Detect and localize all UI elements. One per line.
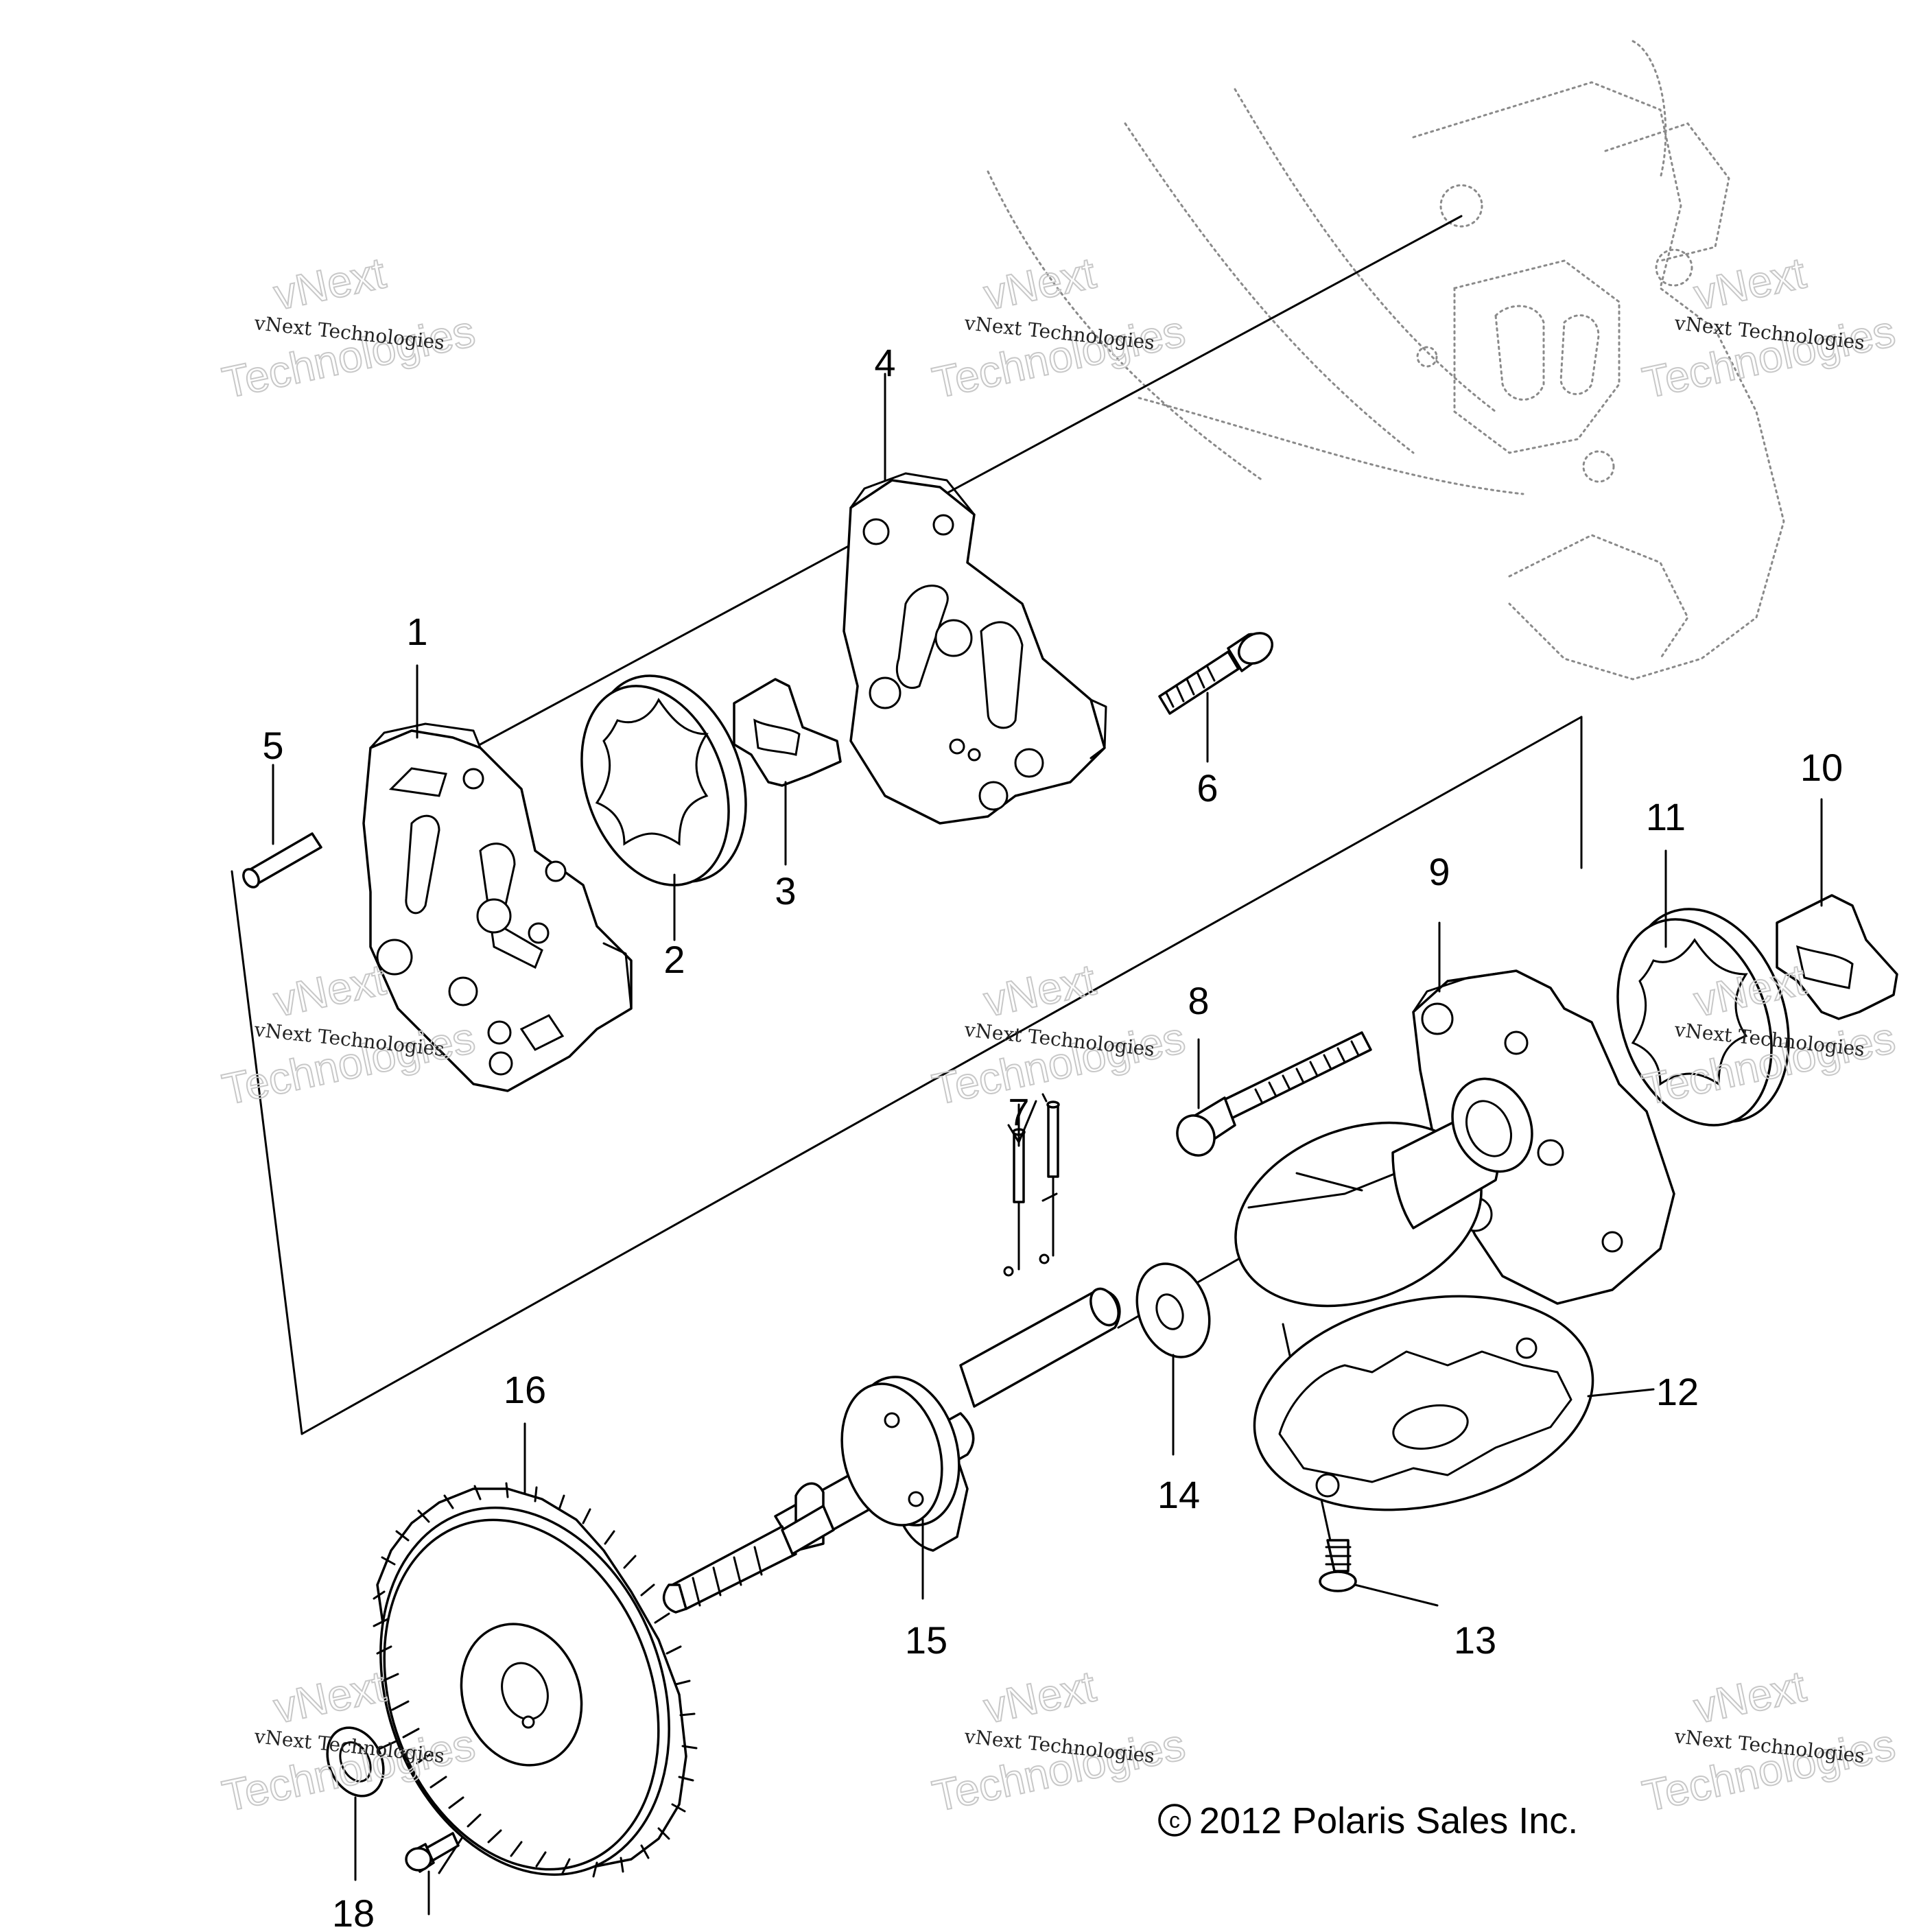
copyright-notice: c 2012 Polaris Sales Inc.	[1158, 1800, 1578, 1841]
washer-part-14	[1135, 1262, 1211, 1358]
pump-shaft-part-15	[662, 1253, 1121, 1614]
callout-1: 1	[406, 610, 427, 653]
watermark-mid-center: vNext Technologies vNext Technologies	[928, 954, 1190, 1115]
bolt-part-6	[1158, 632, 1273, 715]
copyright-icon	[1158, 1804, 1191, 1837]
callout-2: 2	[663, 938, 685, 981]
callout-10: 10	[1800, 746, 1843, 789]
svg-text:vNext: vNext	[980, 954, 1100, 1026]
svg-text:vNext: vNext	[1690, 1661, 1810, 1732]
watermark-top-right: vNext Technologies vNext Technologies	[1638, 247, 1900, 408]
engine-crankcase-outline	[987, 40, 1785, 681]
svg-text:vNext: vNext	[980, 1661, 1100, 1732]
callout-18: 18	[332, 1892, 375, 1932]
inner-rotor-part-10	[1776, 894, 1898, 1020]
svg-text:vNext: vNext	[270, 954, 390, 1026]
callout-14: 14	[1157, 1473, 1200, 1516]
callout-8: 8	[1188, 979, 1209, 1022]
callout-leaders	[272, 373, 1823, 1916]
watermark-bottom-center: vNext Technologies vNext Technologies	[928, 1660, 1190, 1822]
drive-gear-part-16	[373, 1482, 698, 1878]
outer-rotor-part-2	[580, 674, 747, 886]
callout-6: 6	[1197, 766, 1218, 810]
svg-text:vNext: vNext	[1690, 248, 1810, 319]
svg-text:vNext: vNext	[270, 1661, 390, 1732]
pump-plate-part-4	[843, 472, 1107, 825]
callout-5: 5	[262, 724, 283, 767]
callout-16: 16	[504, 1368, 546, 1411]
callout-13: 13	[1454, 1618, 1496, 1662]
callout-11: 11	[1646, 795, 1686, 838]
callout-9: 9	[1428, 850, 1450, 893]
copyright-text: 2012 Polaris Sales Inc.	[1199, 1800, 1578, 1841]
callout-3: 3	[775, 869, 796, 912]
callout-12: 12	[1656, 1370, 1699, 1413]
inner-rotor-part-3	[733, 678, 842, 787]
svg-text:vNext: vNext	[270, 248, 390, 319]
pump-body-part-1	[362, 722, 633, 1092]
pump-housing-part-9	[1234, 969, 1675, 1308]
outer-rotor-part-11	[1616, 908, 1790, 1127]
callout-7: 7	[1008, 1090, 1029, 1133]
gear-bolt	[405, 1832, 460, 1873]
strainer-screen-part-12	[1253, 1295, 1594, 1511]
callout-numbers: 1 2 3 4 5 6 7 8 9 10 11 12 13 14 15 16 1…	[262, 341, 1843, 1932]
watermark-top-left: vNext Technologies vNext Technologies	[217, 247, 480, 408]
callout-15: 15	[905, 1618, 947, 1662]
copyright-symbol: c	[1169, 1808, 1180, 1833]
washer-part-18	[326, 1726, 385, 1798]
dowel-pin-part-5	[242, 832, 322, 888]
watermark-bottom-right: vNext Technologies vNext Technologies	[1638, 1660, 1900, 1822]
screw-part-13	[1319, 1539, 1357, 1592]
svg-text:vNext: vNext	[980, 248, 1100, 319]
long-bolt-part-8	[1176, 1031, 1372, 1157]
callout-4: 4	[874, 341, 895, 384]
